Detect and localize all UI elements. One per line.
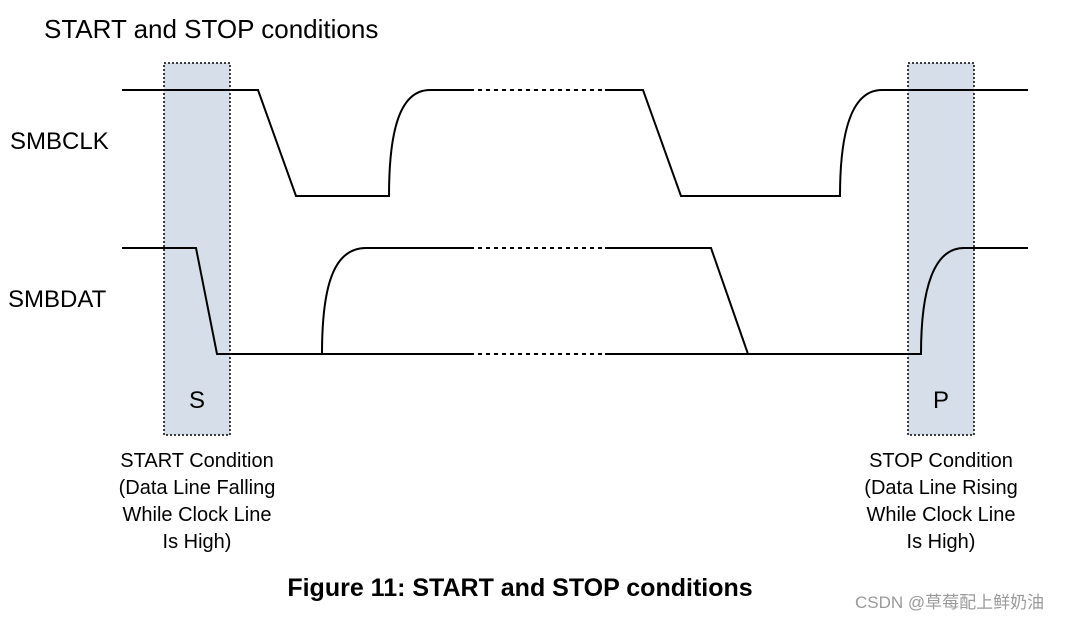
start-caption-line: START Condition: [120, 450, 274, 472]
stop-condition-letter: P: [932, 387, 949, 414]
data-waveform-fall: [605, 247, 749, 355]
stop-condition-caption: STOP Condition (Data Line Rising While C…: [826, 448, 1056, 556]
data-waveform: [122, 247, 1028, 355]
clock-waveform-segment-2: [605, 89, 1028, 197]
start-condition-letter: S: [188, 387, 205, 414]
clock-waveform-segment-1: [122, 89, 470, 197]
stop-caption-line: STOP Condition: [869, 450, 1013, 472]
start-condition-caption: START Condition (Data Line Falling While…: [82, 448, 312, 556]
start-caption-line: (Data Line Falling: [118, 477, 276, 499]
start-caption-line: Is High): [162, 531, 232, 553]
stop-caption-line: (Data Line Rising: [864, 477, 1018, 499]
stop-caption-line: Is High): [906, 531, 976, 553]
data-waveform-segment-2: [605, 247, 1028, 355]
clock-waveform: [122, 89, 1028, 197]
data-waveform-rise: [321, 247, 470, 355]
data-waveform-segment-1: [122, 247, 470, 355]
clock-signal-label: SMBCLK: [10, 128, 109, 155]
stop-caption-line: While Clock Line: [866, 504, 1016, 526]
diagram-title: START and STOP conditions: [44, 14, 379, 44]
data-signal-label: SMBDAT: [8, 286, 107, 313]
start-caption-line: While Clock Line: [122, 504, 272, 526]
figure-caption: Figure 11: START and STOP conditions: [287, 574, 753, 602]
watermark: CSDN @草莓配上鲜奶油: [855, 593, 1045, 612]
